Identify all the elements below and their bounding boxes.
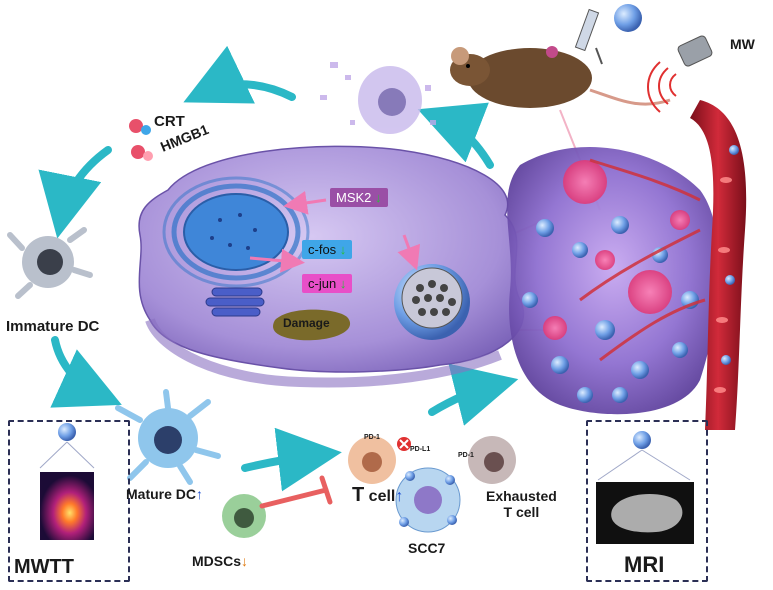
exhausted-line2: T cell: [503, 504, 540, 520]
arrow-tumor-to-debris: [417, 102, 494, 169]
down-arrow-icon: ↓: [339, 276, 347, 291]
arrow-mature-to-tcell: [241, 427, 342, 492]
inhibition-arrow: [259, 475, 333, 509]
mwtt-inset: [39, 423, 95, 540]
blood-vessel: [690, 100, 747, 430]
pdl1-label: PD-L1: [410, 446, 431, 453]
arrow-immature-to-mature: [50, 336, 122, 408]
mature-dc-text: Mature DC: [126, 486, 197, 502]
exhausted-t-cell: [468, 436, 516, 484]
down-arrow-icon: ↓: [339, 242, 347, 257]
pd1-label-b: PD-1: [458, 452, 474, 459]
immature-dc-label: Immature DC: [6, 318, 100, 335]
crt-label: CRT: [154, 113, 185, 130]
up-arrow-icon: ↑: [395, 488, 404, 505]
mdscs-text: MDSCs: [192, 553, 242, 569]
mri-label: MRI: [624, 552, 665, 577]
exhausted-line1: Exhausted: [486, 488, 557, 504]
down-arrow-icon: ↓: [375, 190, 382, 205]
syringe-icon: [574, 4, 642, 65]
pd1-label-a: PD-1: [364, 434, 380, 441]
mdsc-cell: [222, 494, 266, 538]
nucleus: [183, 193, 289, 271]
down-arrow-icon: ↓: [241, 553, 249, 569]
mature-dc-label: Mature DC↑: [126, 486, 203, 502]
t-cell-T: T: [352, 484, 365, 506]
damage-label: Damage: [283, 316, 330, 330]
scc7-cell: [395, 467, 461, 533]
scc7-label: SCC7: [408, 540, 446, 556]
mouse-illustration: [450, 46, 671, 108]
tumor-tissue: [507, 100, 747, 430]
mature-dc-cell: [115, 389, 221, 485]
checkpoint-block: [397, 437, 411, 451]
exhausted-t-cell-label: Exhausted T cell: [486, 488, 557, 520]
immature-dc-cell: [7, 227, 93, 299]
cjun-text: c-jun: [308, 276, 337, 291]
cfos-box: c-fos ↓: [302, 240, 353, 259]
mri-inset-frame: [586, 420, 708, 582]
mri-inset: [596, 431, 694, 544]
cancer-cell: [138, 145, 525, 388]
mwtt-label: MWTT: [14, 556, 74, 578]
dying-cell-debris: [320, 62, 436, 134]
mw-label: MW: [730, 36, 755, 52]
cfos-text: c-fos: [308, 242, 337, 257]
t-cell: [348, 436, 396, 484]
msk2-box: MSK2 ↓: [330, 188, 388, 207]
microwave-antenna-icon: [647, 35, 713, 113]
msk2-text: MSK2: [336, 190, 372, 205]
t-cell-label: T cell↑: [352, 484, 403, 507]
mdscs-label: MDSCs↓: [192, 553, 248, 569]
golgi: [205, 287, 265, 317]
cjun-box: c-jun ↓: [302, 274, 353, 293]
dam-particles: [129, 119, 153, 161]
cycle-arrows: [38, 45, 519, 492]
arrow-debris-to-crt: [183, 45, 296, 104]
damage-blob: [272, 309, 351, 341]
t-cell-rest: cell: [368, 488, 396, 505]
mwtt-inset-frame: [8, 420, 130, 582]
arrow-tcell-to-tumor: [428, 363, 519, 426]
up-arrow-icon: ↑: [196, 486, 204, 502]
arrow-crt-to-immature-dc: [38, 146, 112, 239]
